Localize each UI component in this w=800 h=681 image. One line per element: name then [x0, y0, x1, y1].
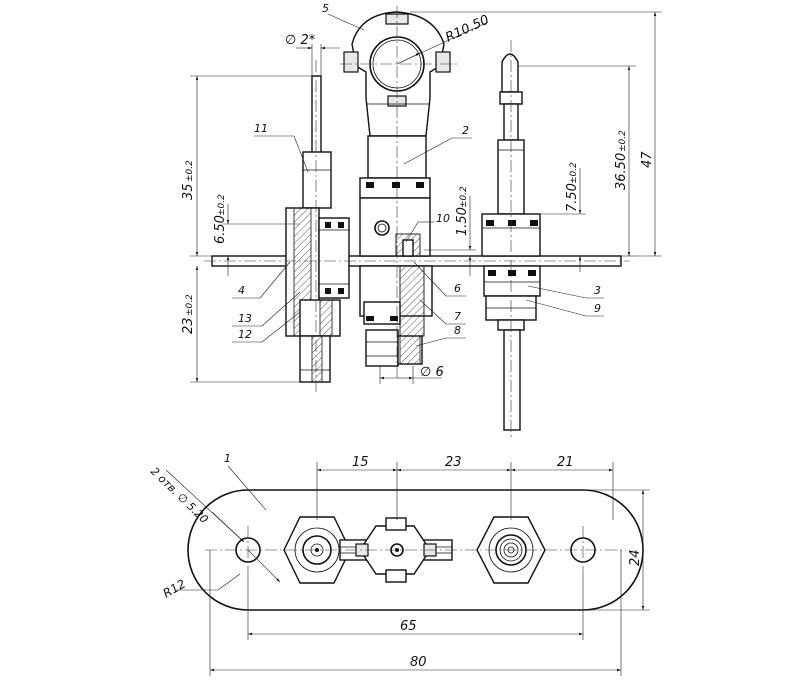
callout-13: 13 [238, 312, 252, 325]
callout-10: 10 [436, 212, 450, 225]
dim-tol-1-50: ±0.2 [459, 186, 469, 208]
electrode-tip [501, 53, 519, 93]
thermocouple-sleeve [302, 151, 332, 209]
dim-length-65: 65 [400, 619, 417, 634]
dim-radius-10-50: R10.50 [443, 12, 491, 45]
dim-height-47: 47 [640, 151, 655, 168]
callout-2: 2 [462, 124, 469, 137]
dim-tol-23: ±0.2 [185, 294, 195, 316]
front-view: ∅ 2* R10.50 35 ±0.2 6.50 ±0.2 23 ±0.2 [181, 2, 662, 440]
callout-4: 4 [238, 284, 245, 297]
nozzle-head [351, 11, 445, 137]
dim-span-23: 23 [445, 455, 462, 470]
dim-span-21: 21 [557, 455, 574, 470]
dim-height-36-50: 36.50 [614, 153, 629, 190]
dim-tol-36-50: ±0.2 [618, 130, 628, 152]
callouts-front: 5 11 2 10 4 13 12 6 7 [232, 2, 604, 347]
electrode-lead [503, 329, 521, 431]
callout-12: 12 [238, 328, 252, 341]
note-holes: 2 отв. ∅ 5.20 [148, 465, 211, 526]
callout-5: 5 [322, 2, 329, 15]
dim-height-24: 24 [628, 549, 643, 566]
callout-7: 7 [454, 310, 461, 323]
dim-height-7-50: 7.50 [565, 183, 580, 212]
callout-9: 9 [594, 302, 601, 315]
dim-diameter-6: ∅ 6 [420, 365, 444, 380]
callout-1: 1 [224, 452, 231, 465]
dim-diameter-2: ∅ 2* [285, 33, 316, 48]
thermocouple-fitting [285, 75, 350, 383]
dim-tol-35: ±0.2 [185, 160, 195, 182]
burner-assembly [343, 11, 451, 367]
dim-height-35: 35 [181, 183, 196, 200]
callout-11: 11 [254, 122, 268, 135]
top-view: 15 23 21 24 65 80 2 отв. ∅ 5.20 R12 1 [148, 452, 650, 676]
dim-length-80: 80 [410, 655, 427, 670]
thermocouple-rod [311, 75, 322, 155]
dim-height-6-50: 6.50 [213, 215, 228, 244]
callout-8: 8 [454, 324, 461, 337]
callout-6: 6 [454, 282, 461, 295]
dim-radius-12: R12 [161, 577, 188, 601]
callout-3: 3 [594, 284, 601, 297]
dim-tol-7-50: ±0.2 [569, 162, 579, 184]
dim-height-23: 23 [181, 317, 196, 334]
dim-tol-6-50: ±0.2 [217, 194, 227, 216]
dim-height-1-50: 1.50 [455, 207, 470, 236]
dim-span-15: 15 [352, 455, 369, 470]
